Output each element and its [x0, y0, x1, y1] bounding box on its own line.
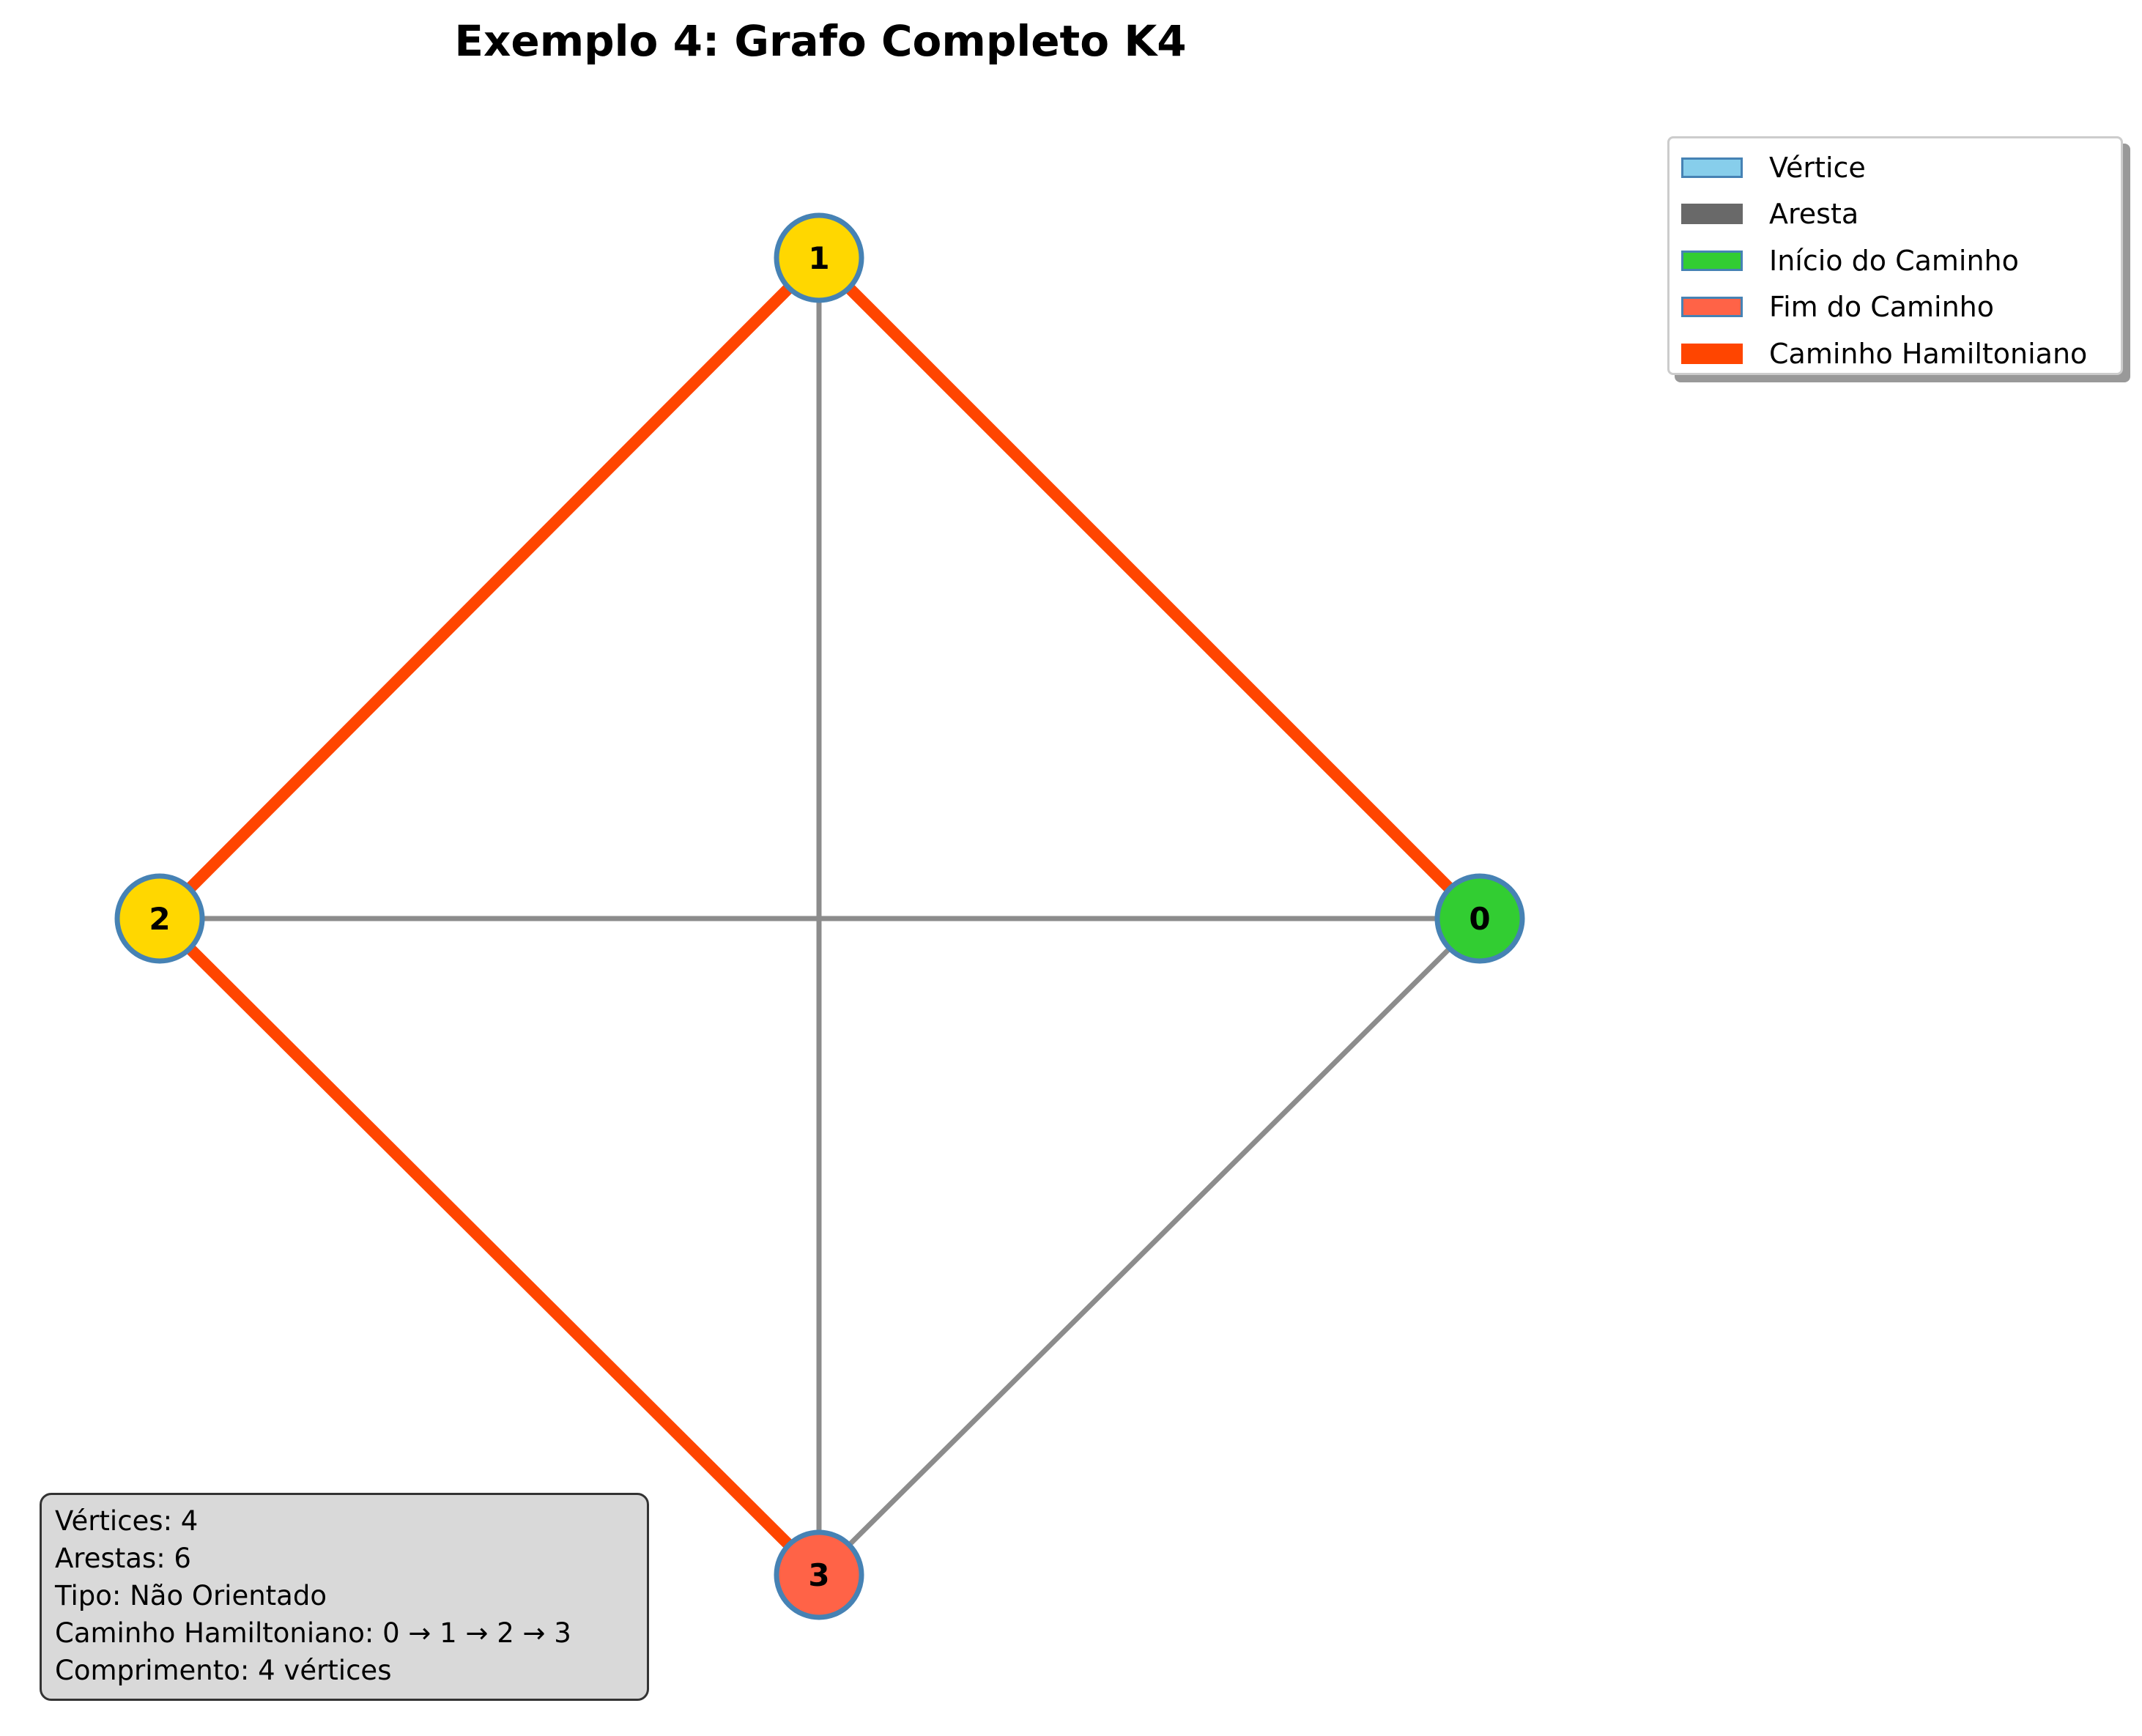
legend-label: Fim do Caminho — [1769, 291, 1995, 324]
vertex-3: 3 — [774, 1529, 864, 1620]
info-path: Caminho Hamiltoniano: 0 → 1 → 2 → 3 — [55, 1617, 571, 1649]
info-vertices: Vértices: 4 — [55, 1505, 199, 1537]
legend-item: Aresta — [1681, 191, 2121, 238]
vertex-circle-1 — [774, 212, 864, 303]
legend-item: Fim do Caminho — [1681, 284, 2121, 331]
legend-label: Aresta — [1769, 198, 1859, 231]
legend-swatch — [1681, 204, 1743, 225]
legend-swatch — [1681, 157, 1743, 178]
vertex-label-1: 1 — [808, 240, 829, 276]
vertex-label-0: 0 — [1469, 901, 1490, 937]
legend-label: Vértice — [1769, 151, 1866, 184]
legend-swatch — [1681, 250, 1743, 271]
vertex-circle-2 — [114, 873, 205, 964]
vertex-circle-0 — [1434, 873, 1525, 964]
legend-item: Vértice — [1681, 144, 2121, 191]
legend-label: Início do Caminho — [1769, 244, 2019, 277]
vertex-0: 0 — [1434, 873, 1525, 964]
path-edge-0-1 — [815, 253, 1484, 923]
info-box: Vértices: 4 Arestas: 6 Tipo: Não Orienta… — [40, 1493, 649, 1701]
path-edge-2-3 — [155, 914, 823, 1579]
nodes-layer: 0 1 2 3 — [114, 212, 1525, 1620]
path-edge-1-2 — [155, 253, 823, 923]
vertex-circle-3 — [774, 1529, 864, 1620]
legend-item: Caminho Hamiltoniano — [1681, 330, 2121, 377]
edge-0-3 — [817, 916, 1482, 1577]
vertex-label-2: 2 — [149, 901, 170, 937]
edges-layer — [155, 253, 1484, 1579]
vertex-2: 2 — [114, 873, 205, 964]
legend-swatch — [1681, 297, 1743, 318]
legend-swatch — [1681, 343, 1743, 364]
legend-label: Caminho Hamiltoniano — [1769, 337, 2088, 370]
page-title: Exemplo 4: Grafo Completo K4 — [454, 16, 1187, 66]
info-edges: Arestas: 6 — [55, 1543, 191, 1574]
vertex-1: 1 — [774, 212, 864, 303]
vertex-label-3: 3 — [808, 1557, 829, 1593]
legend-item: Início do Caminho — [1681, 237, 2121, 284]
info-length: Comprimento: 4 vértices — [55, 1655, 392, 1686]
info-type: Tipo: Não Orientado — [55, 1580, 327, 1611]
